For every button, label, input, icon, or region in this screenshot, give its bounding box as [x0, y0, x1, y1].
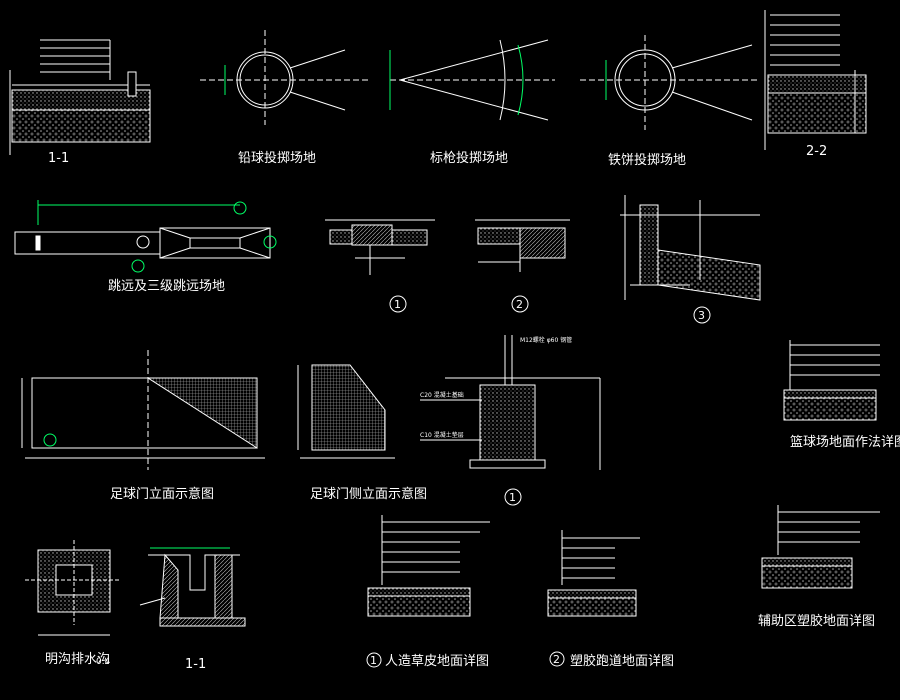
caption-discus: 铁饼投掷场地: [608, 152, 686, 168]
caption-section-2-2: 2-2: [806, 144, 827, 159]
drain-plan: [25, 540, 120, 636]
caption-drain-section: 1-1: [185, 657, 206, 672]
track-detail: [547, 530, 640, 617]
caption-basketball: 篮球场地面作法详图: [790, 435, 900, 450]
goal-note-c10: C10 混凝土垫层: [420, 431, 464, 439]
detail-marker-2-label: 2: [516, 298, 523, 311]
caption-javelin: 标枪投掷场地: [430, 150, 508, 166]
detail-1-curb: [325, 219, 435, 275]
detail-3-wall: [620, 195, 761, 301]
caption-shot-put: 铅球投掷场地: [238, 150, 316, 166]
goal-elevation: [21, 350, 265, 470]
section-1-1-top: [9, 39, 151, 155]
detail-marker-2: [511, 295, 529, 313]
drain-section: [139, 547, 246, 627]
caption-long-jump: 跳远及三级跳远场地: [108, 279, 225, 294]
caption-drain-scale: 0.4: [96, 657, 111, 667]
goal-side-elevation: [297, 364, 395, 459]
goal-detail-marker-label: 1: [509, 491, 516, 504]
caption-goal-side: 足球门侧立面示意图: [310, 486, 427, 502]
detail-2-curb: [475, 219, 570, 272]
goal-detail-marker: [504, 488, 522, 506]
caption-plastic-track: 塑胶跑道地面详图: [570, 653, 674, 669]
long-jump-plan: [14, 200, 277, 273]
caption-goal-elevation: 足球门立面示意图: [110, 486, 214, 502]
detail-marker-1-label: 1: [394, 298, 401, 311]
track-marker-label: 2: [553, 653, 560, 666]
caption-drain: 明沟排水沟: [45, 652, 110, 667]
turf-marker: [366, 652, 382, 668]
detail-marker-1: [389, 295, 407, 313]
discus-plan: [580, 35, 760, 130]
javelin-plan: [389, 39, 555, 121]
shot-put-plan: [200, 30, 370, 125]
caption-aux-area: 辅助区塑胶地面详图: [758, 613, 875, 629]
goal-note-concrete: C20 混凝土基础: [420, 391, 464, 399]
track-marker: [549, 651, 565, 667]
basketball-detail: [783, 340, 880, 421]
goal-foundation: [420, 335, 601, 470]
section-2-2: [764, 10, 867, 150]
detail-marker-3-label: 3: [698, 309, 705, 322]
detail-marker-3: [693, 306, 711, 324]
caption-section-1-1-top: 1-1: [48, 151, 69, 166]
aux-detail: [761, 505, 880, 589]
caption-runway: 人造草皮地面详图: [385, 654, 489, 669]
goal-note-top: M12螺栓 φ60 钢管: [520, 336, 572, 344]
turf-marker-label: 1: [370, 654, 377, 667]
turf-detail: [367, 515, 490, 617]
